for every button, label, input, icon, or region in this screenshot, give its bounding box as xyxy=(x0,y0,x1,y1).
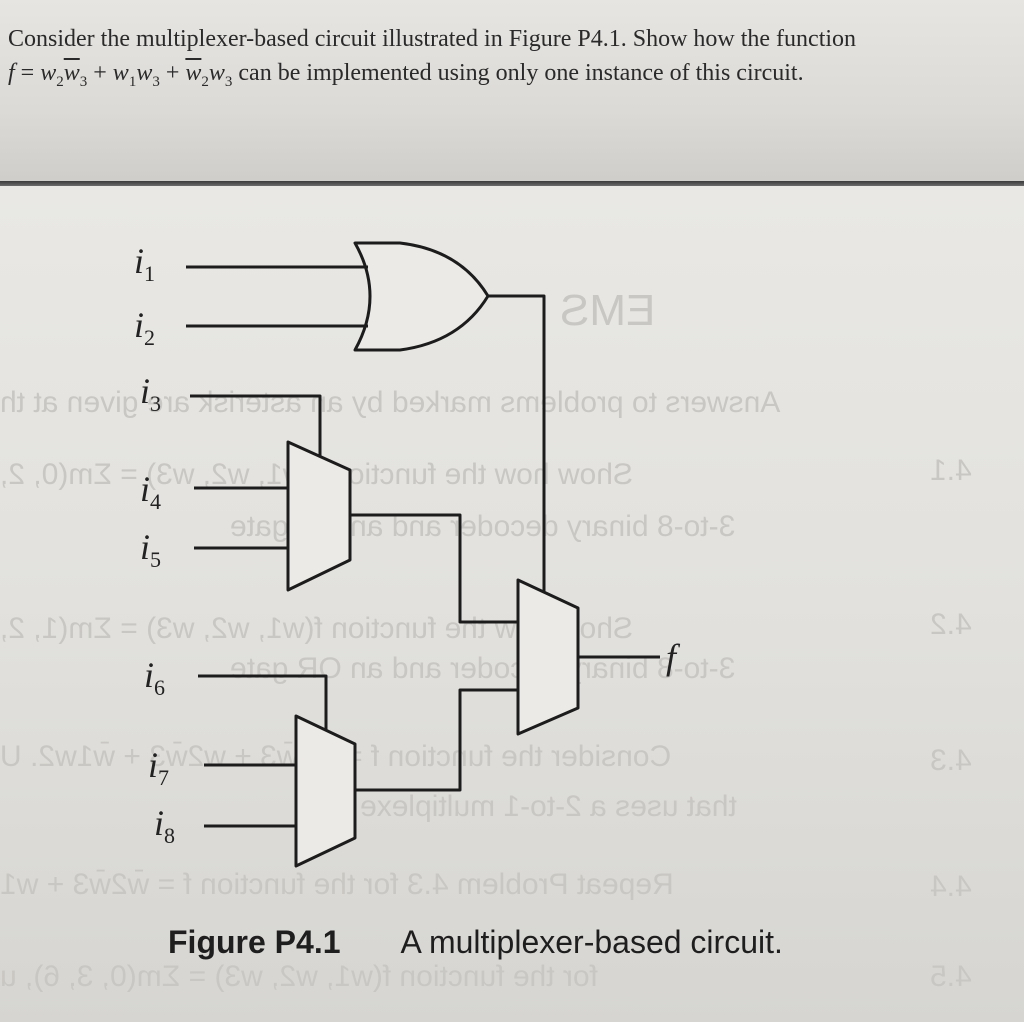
problem-statement: Consider the multiplexer-based circuit i… xyxy=(8,22,1018,99)
wire-or-output xyxy=(488,294,546,592)
input-label-i1: i1 xyxy=(134,241,156,287)
input-label-i4: i4 xyxy=(140,469,162,515)
wire-mux1-output xyxy=(350,513,518,624)
input-label-i5: i5 xyxy=(140,527,162,573)
or-gate xyxy=(353,241,490,352)
input-label-i7: i7 xyxy=(148,745,170,791)
wire-i6 xyxy=(198,674,328,730)
figure-caption: Figure P4.1 A multiplexer-based circuit. xyxy=(168,924,783,961)
wire-mux2-output xyxy=(355,688,518,792)
problem-line-2: f = w2w3 + w1w3 + w2w3 can be implemente… xyxy=(8,60,804,90)
problem-line-1: Consider the multiplexer-based circuit i… xyxy=(8,26,857,52)
mux-1 xyxy=(286,440,352,592)
figure-page xyxy=(0,186,1024,1022)
page-divider xyxy=(0,181,1024,186)
input-label-i3: i3 xyxy=(140,371,162,417)
input-label-i6: i6 xyxy=(144,655,166,701)
output-label-f: f xyxy=(666,637,677,677)
function-name: f xyxy=(8,60,15,86)
problem-page-top: Consider the multiplexer-based circuit i… xyxy=(0,0,1024,185)
wire-i3 xyxy=(190,394,322,456)
mux-final xyxy=(516,578,580,736)
input-label-i8: i8 xyxy=(154,803,176,849)
figure-caption-text: A multiplexer-based circuit. xyxy=(400,924,783,960)
input-label-i2: i2 xyxy=(134,305,156,351)
problem-line-2-rest: can be implemented using only one instan… xyxy=(238,60,804,86)
figure-number: Figure P4.1 xyxy=(168,924,341,960)
mux-2 xyxy=(294,714,357,868)
